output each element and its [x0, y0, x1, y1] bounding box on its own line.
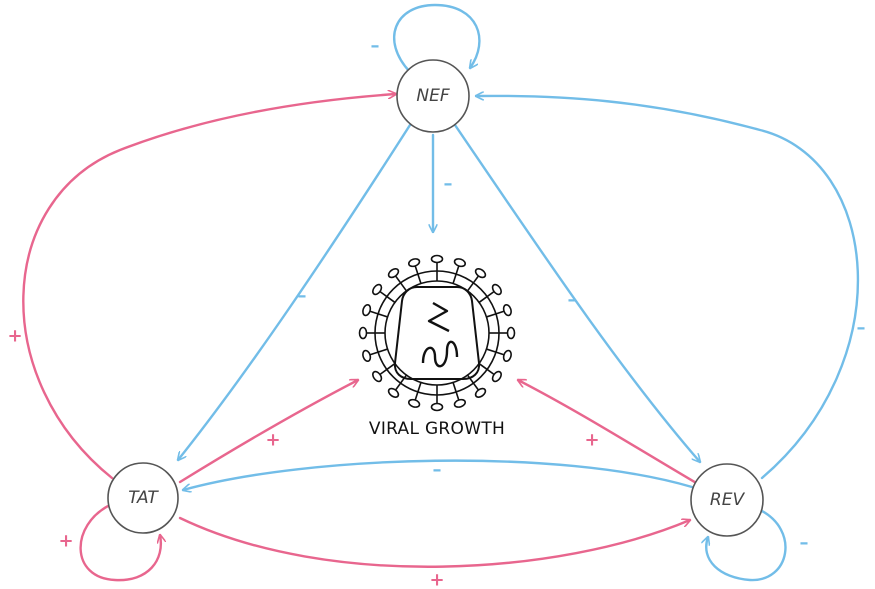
edge-tat-to-rev — [178, 516, 690, 568]
sign-nef-to-growth: – — [444, 174, 453, 195]
virus-spike-knob — [453, 398, 467, 408]
sign-tat-self: + — [58, 531, 73, 552]
virus-spike-knob — [430, 402, 444, 412]
virus-membrane-tick — [417, 273, 422, 284]
virus-membrane-tick — [486, 313, 497, 318]
virus-membrane-tick — [478, 362, 488, 371]
virus-spike-stalk — [379, 291, 388, 298]
virus-membrane-tick — [466, 282, 475, 292]
virus-spike-knob — [474, 387, 487, 398]
virus-spike-knob — [453, 258, 467, 268]
virus-membrane-tick — [386, 295, 396, 304]
virus-spike-knob — [358, 326, 368, 340]
virus-spike-knob — [502, 349, 512, 363]
virus-membrane-tick — [478, 295, 488, 304]
sign-nef-self: – — [371, 36, 380, 57]
sign-tat-to-rev: + — [429, 570, 444, 589]
virus-spike-stalk — [379, 368, 388, 375]
node-nef-label: NEF — [416, 86, 449, 106]
virus-spike-stalk — [370, 310, 379, 315]
node-tat-label: TAT — [128, 488, 159, 508]
node-rev: REV — [690, 463, 764, 537]
virus-spike-knob — [362, 349, 372, 363]
virus-spike-knob — [491, 370, 502, 383]
virus-spike-knob — [502, 303, 512, 317]
edge-nef-to-rev — [453, 123, 700, 462]
virus-spike-stalk — [472, 275, 479, 284]
edge-rev-to-tat — [183, 459, 694, 490]
virus-spike-stalk — [414, 266, 419, 275]
virus-spike-stalk — [495, 351, 504, 356]
virus-membrane-tick — [452, 382, 457, 393]
edge-signs: – – – – – + + + – + + – — [7, 36, 865, 589]
virus-spike-stalk — [455, 391, 460, 400]
edge-rev-to-growth — [518, 380, 700, 486]
edge-tat-to-nef — [22, 94, 396, 480]
virus-membrane-tick — [466, 374, 475, 384]
edge-nef-self — [393, 3, 481, 74]
virus-spike-knob — [491, 283, 502, 296]
virus-spike-knob — [407, 398, 421, 408]
sign-nef-to-rev: – — [568, 290, 577, 311]
node-nef: NEF — [396, 59, 470, 133]
virus-membrane-tick — [452, 273, 457, 284]
virus-membrane-tick — [417, 382, 422, 393]
virus-spike-stalk — [472, 382, 479, 391]
edge-rev-to-nef — [474, 96, 860, 480]
node-tat: TAT — [107, 462, 179, 534]
virus-spike-knob — [372, 370, 383, 383]
virus-spike-stalk — [370, 351, 379, 356]
viral-growth-caption: VIRAL GROWTH — [369, 419, 505, 439]
virus-spike-knob — [372, 283, 383, 296]
virus-spike-stalk — [395, 382, 402, 391]
node-rev-label: REV — [710, 490, 746, 510]
virus-spike-stalk — [455, 266, 460, 275]
virus-membrane-tick — [399, 282, 408, 292]
sign-rev-self: – — [800, 533, 809, 554]
sign-rev-to-nef: – — [857, 318, 866, 339]
virus-spike-knob — [387, 387, 400, 398]
virus-spike-stalk — [395, 275, 402, 284]
virus-spike-knob — [474, 268, 487, 279]
sign-rev-to-tat: – — [433, 460, 442, 481]
virus-membrane-tick — [386, 362, 396, 371]
sign-tat-to-growth: + — [265, 430, 280, 451]
edge-nef-to-tat — [178, 123, 412, 460]
sign-rev-to-growth: + — [584, 430, 599, 451]
virus-membrane-tick — [377, 313, 388, 318]
virus-icon — [358, 254, 516, 412]
virus-spike-stalk — [486, 368, 495, 375]
edges — [22, 3, 860, 582]
edge-tat-self — [79, 503, 161, 582]
virus-spike-stalk — [414, 391, 419, 400]
sign-tat-to-nef: + — [7, 326, 22, 347]
virus-membrane-tick — [377, 348, 388, 353]
virus-membrane-tick — [399, 374, 408, 384]
virus-spike-stalk — [495, 310, 504, 315]
virus-spike-knob — [430, 254, 444, 264]
edge-tat-to-growth — [178, 380, 358, 484]
edge-rev-self — [706, 508, 787, 582]
virus-membrane-tick — [486, 348, 497, 353]
virus-spike-knob — [362, 303, 372, 317]
virus-spike-knob — [407, 258, 421, 268]
virus-spike-stalk — [486, 291, 495, 298]
virus-spike-knob — [387, 268, 400, 279]
sign-nef-to-tat: – — [298, 286, 307, 307]
virus-spike-knob — [506, 326, 516, 340]
